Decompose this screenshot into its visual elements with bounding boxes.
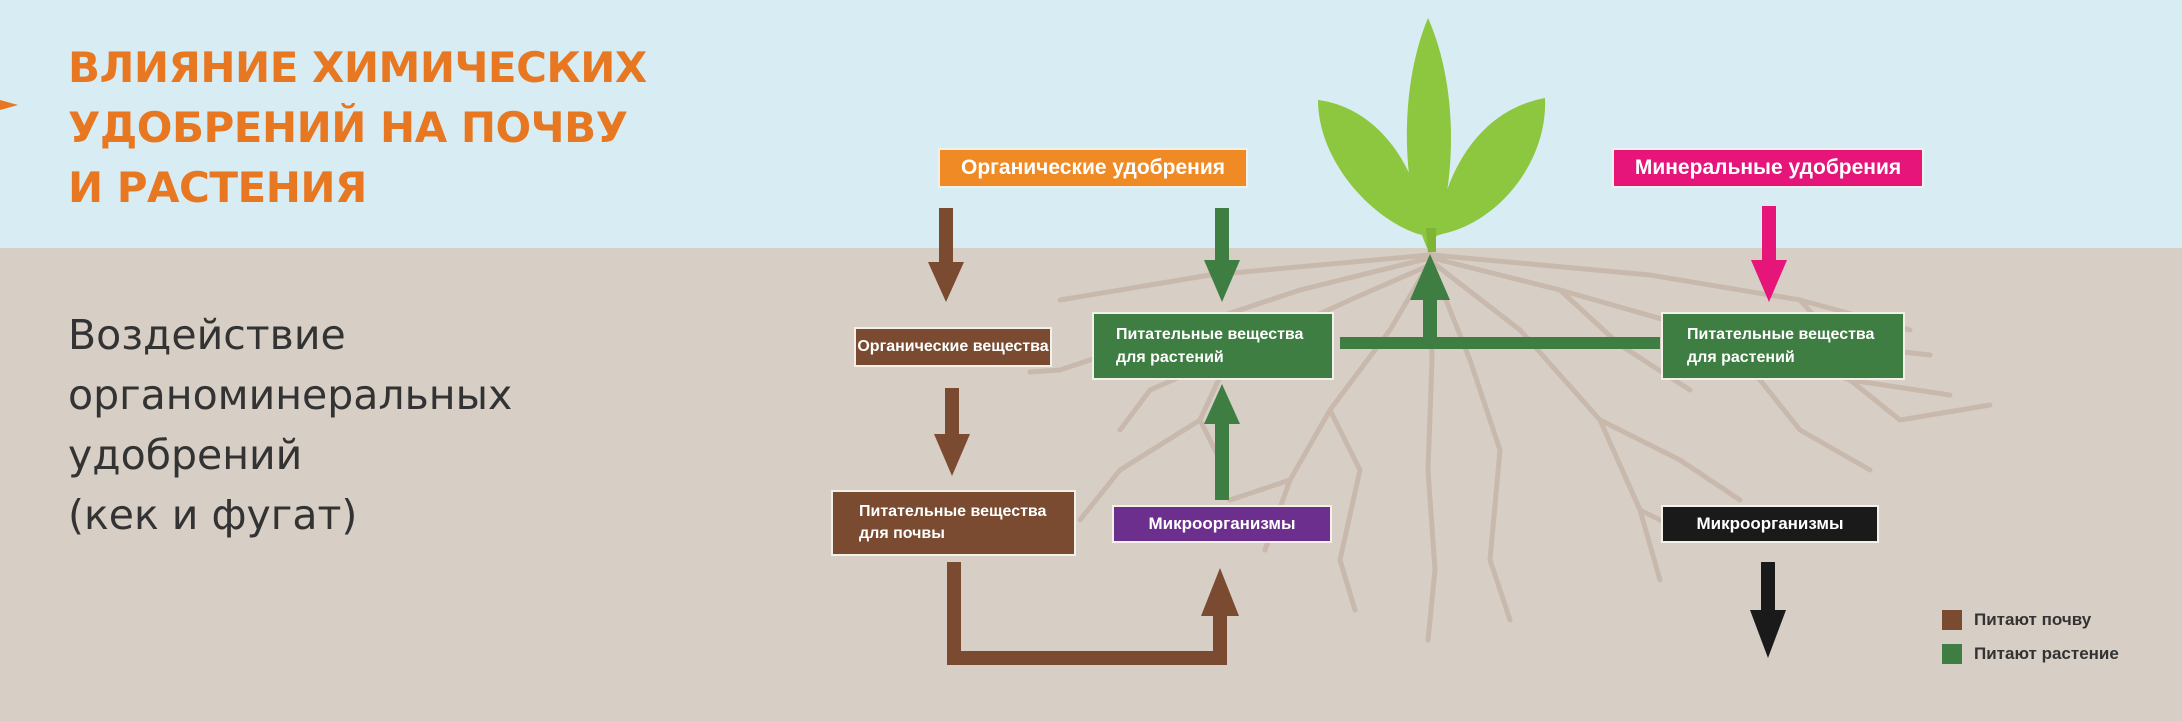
node-organic-fertilizers: Органические удобрения [938, 148, 1248, 188]
node-microorganisms-right-label: Микроорганизмы [1696, 514, 1844, 533]
arrowhead-organic-to-substances [928, 262, 964, 302]
node-microorganisms-left: Микроорганизмы [1112, 505, 1332, 543]
arrowhead-microorganisms-down [1750, 610, 1786, 658]
arrowhead-mineral-to-plant-nutrients [1751, 260, 1787, 302]
arrowhead-soil-nutrients-to-microorganisms [1201, 568, 1239, 616]
page-subtitle: Воздействие органоминеральных удобрений … [68, 305, 512, 545]
root-left-8 [1227, 477, 1293, 503]
node-soil-nutrients-line-2: для почвы [859, 525, 945, 542]
node-plant-nutrients-right: Питательные вещества для растений [1661, 312, 1905, 380]
node-organic-fertilizers-label: Органические удобрения [960, 156, 1226, 179]
node-mineral-fertilizers-label: Минеральные удобрения [1634, 156, 1902, 179]
title-line-1: ВЛИЯНИЕ ХИМИЧЕСКИХ [68, 43, 647, 92]
leaf-center [1406, 18, 1451, 248]
subtitle-line-1: Воздействие [68, 311, 346, 359]
arrowhead-nutrients-to-plant [1410, 254, 1450, 300]
subtitle-line-4: (кек и фугат) [68, 491, 358, 539]
node-organic-substances-label: Органические вещества [857, 338, 1049, 355]
node-plant-nutrients-left-line-1: Питательные вещества [1116, 326, 1304, 343]
title-line-3: И РАСТЕНИЯ [68, 163, 367, 212]
node-plant-nutrients-left: Питательные вещества для растений [1092, 312, 1334, 380]
accent-marker [0, 100, 18, 110]
arrowhead-organic-to-plant-nutrients [1204, 260, 1240, 302]
node-soil-nutrients: Питательные вещества для почвы [831, 490, 1076, 556]
leaf-left [1318, 100, 1426, 236]
legend-item-plant: Питают растение [1942, 644, 2119, 664]
legend-item-soil: Питают почву [1942, 610, 2091, 630]
root-right-7 [1847, 377, 1993, 423]
legend-label-soil: Питают почву [1974, 610, 2092, 629]
subtitle-line-2: органоминеральных [68, 371, 513, 419]
node-microorganisms-right: Микроорганизмы [1661, 505, 1879, 543]
node-mineral-fertilizers: Минеральные удобрения [1612, 148, 1924, 188]
arrowhead-microorganisms-to-plant-nutrients [1204, 384, 1240, 424]
root-right-4 [1429, 262, 1513, 623]
arrow-soil-nutrients-to-microorganisms [947, 562, 1227, 665]
sky-background [0, 0, 2182, 248]
root-left-5 [1057, 252, 1433, 303]
title-line-2: УДОБРЕНИЙ НА ПОЧВУ [68, 103, 628, 152]
root-left-7 [1117, 387, 1153, 433]
root-right-5 [1597, 417, 1743, 503]
node-plant-nutrients-left-line-2: для растений [1116, 349, 1224, 366]
root-left-4 [1327, 407, 1363, 613]
node-microorganisms-left-label: Микроорганизмы [1148, 514, 1296, 533]
arrowhead-substances-to-soil-nutrients [934, 434, 970, 476]
node-plant-nutrients-right-line-1: Питательные вещества [1687, 326, 1875, 343]
page-title: ВЛИЯНИЕ ХИМИЧЕСКИХ УДОБРЕНИЙ НА ПОЧВУ И … [68, 38, 748, 218]
node-soil-nutrients-line-1: Питательные вещества [859, 503, 1047, 520]
root-left-6 [1077, 352, 1233, 523]
leaf-right [1436, 98, 1546, 236]
roots [1027, 247, 1993, 643]
subtitle-line-3: удобрений [68, 431, 303, 479]
stem [1426, 228, 1436, 252]
node-plant-nutrients-right-line-2: для растений [1687, 349, 1795, 366]
node-organic-substances: Органические вещества [854, 327, 1052, 367]
plant [1318, 18, 1546, 252]
legend-swatch-plant [1942, 644, 1962, 664]
legend-swatch-soil [1942, 610, 1962, 630]
legend-label-plant: Питают растение [1974, 644, 2119, 663]
arrows [928, 206, 1787, 665]
